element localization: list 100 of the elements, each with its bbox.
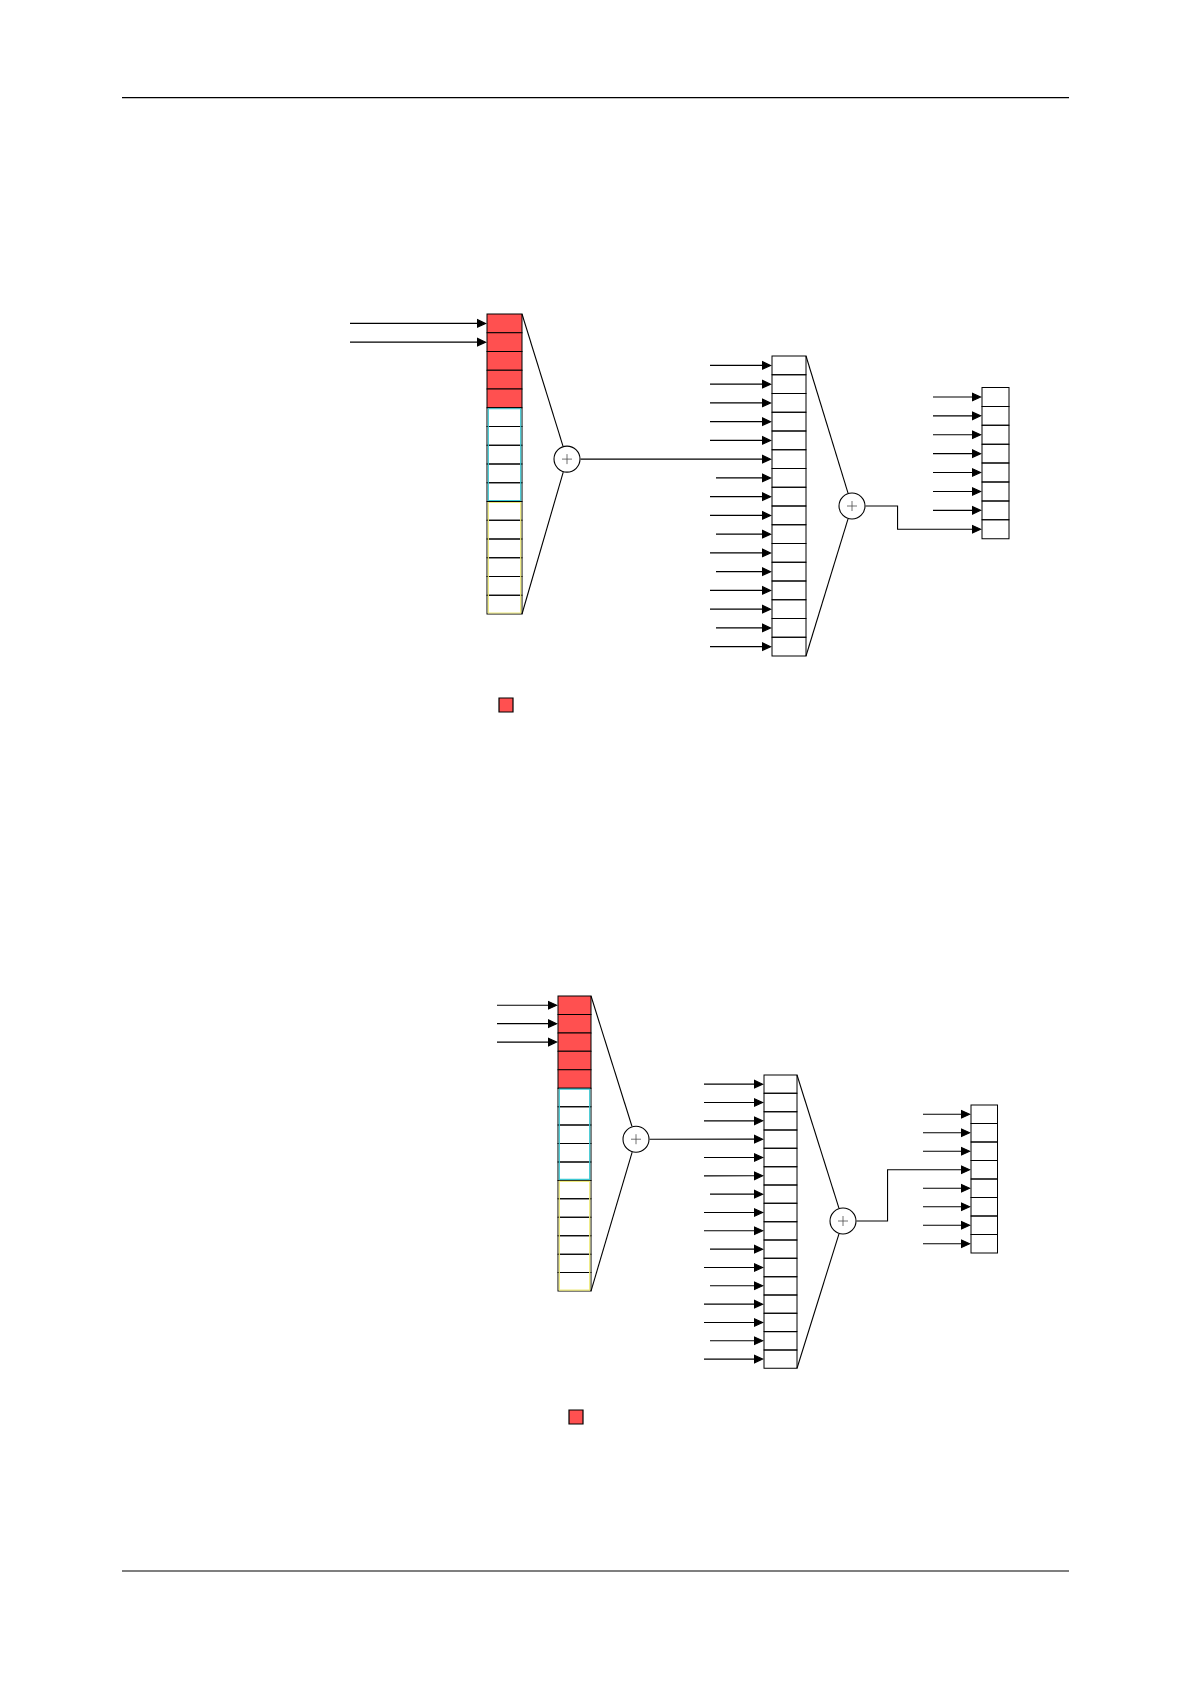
array-cell bbox=[981, 424, 1010, 445]
array-cell bbox=[771, 486, 807, 507]
array-cell bbox=[771, 449, 807, 469]
array-cell bbox=[763, 1221, 798, 1241]
arrow bbox=[709, 1281, 764, 1291]
array-cell bbox=[763, 1184, 798, 1204]
array-cell bbox=[486, 426, 523, 446]
array-cell bbox=[763, 1349, 798, 1369]
array-cell bbox=[557, 1050, 592, 1071]
array-cell bbox=[970, 1215, 998, 1235]
arrow bbox=[349, 318, 487, 328]
arrow bbox=[922, 1183, 971, 1193]
arrow bbox=[580, 454, 772, 464]
array-cell bbox=[486, 576, 523, 596]
array-cell bbox=[486, 538, 523, 559]
arrow bbox=[709, 510, 772, 520]
arrow bbox=[709, 1189, 764, 1199]
array-cell bbox=[970, 1104, 998, 1124]
arrow bbox=[932, 505, 982, 515]
array-cell bbox=[970, 1123, 998, 1143]
arrow bbox=[932, 411, 982, 421]
array-cell bbox=[771, 393, 807, 413]
array-cell bbox=[557, 1143, 592, 1163]
array-cell bbox=[763, 1129, 798, 1149]
array-cell bbox=[771, 561, 807, 582]
arrow bbox=[922, 1146, 971, 1156]
array-cell bbox=[771, 505, 807, 526]
arrow bbox=[496, 1037, 558, 1047]
array-cell bbox=[763, 1331, 798, 1351]
connector-line bbox=[521, 471, 564, 615]
arrow bbox=[715, 529, 772, 539]
array-cell bbox=[557, 1161, 592, 1181]
arrow bbox=[709, 398, 772, 408]
plus-circle bbox=[829, 1207, 857, 1235]
arrow bbox=[349, 337, 487, 347]
array-cell bbox=[557, 1106, 592, 1126]
arrow bbox=[709, 360, 772, 370]
arrow bbox=[865, 505, 982, 534]
array-cell bbox=[771, 636, 807, 657]
array-cell bbox=[970, 1141, 998, 1161]
arrow bbox=[703, 1079, 764, 1089]
array-cell bbox=[771, 374, 807, 394]
arrow bbox=[856, 1165, 971, 1222]
array-cell bbox=[557, 1253, 592, 1274]
arrow bbox=[703, 1354, 764, 1364]
array-cell bbox=[486, 482, 523, 502]
array-cell bbox=[486, 519, 523, 540]
array-cell bbox=[557, 995, 592, 1015]
arrow bbox=[715, 473, 772, 483]
array-cell bbox=[763, 1074, 798, 1094]
array-cell bbox=[557, 1069, 592, 1089]
arrow bbox=[932, 486, 982, 496]
arrow bbox=[709, 585, 772, 595]
arrow bbox=[496, 1000, 558, 1010]
array-cell bbox=[763, 1202, 798, 1223]
connector-line bbox=[805, 518, 849, 657]
array-cell bbox=[486, 313, 523, 334]
arrow bbox=[703, 1116, 764, 1126]
array-cell bbox=[557, 1087, 592, 1108]
arrow bbox=[709, 379, 772, 389]
array-cell bbox=[557, 1235, 592, 1255]
arrow bbox=[703, 1317, 764, 1327]
arrow bbox=[703, 1299, 764, 1309]
array-cell bbox=[763, 1312, 798, 1333]
plus-circle bbox=[553, 445, 581, 473]
arrow bbox=[715, 623, 772, 633]
arrow bbox=[703, 1171, 764, 1181]
array-cell bbox=[981, 387, 1010, 407]
connector-line bbox=[805, 355, 849, 494]
plus-circle bbox=[838, 492, 866, 520]
array-cell bbox=[763, 1166, 798, 1186]
array-cell bbox=[486, 332, 523, 352]
array-cell bbox=[981, 443, 1010, 464]
array-cell bbox=[970, 1234, 998, 1254]
array-cell bbox=[970, 1178, 998, 1198]
array-cell bbox=[763, 1276, 798, 1296]
connector-line bbox=[590, 1151, 633, 1292]
array-cell bbox=[557, 1013, 592, 1034]
array-cell bbox=[486, 557, 523, 577]
arrow bbox=[709, 604, 772, 614]
array-cell bbox=[981, 462, 1010, 483]
array-cell bbox=[981, 481, 1010, 502]
array-cell bbox=[771, 543, 807, 563]
array-cell bbox=[771, 599, 807, 619]
array-cell bbox=[763, 1294, 798, 1314]
array-cell bbox=[981, 519, 1010, 540]
array-cell bbox=[486, 594, 523, 615]
array-cell bbox=[557, 1124, 592, 1145]
connector-line bbox=[796, 1233, 840, 1369]
array-cell bbox=[981, 500, 1010, 521]
array-cell bbox=[763, 1257, 798, 1278]
array-cell bbox=[763, 1111, 798, 1131]
arrow bbox=[709, 1336, 764, 1346]
array-cell bbox=[771, 355, 807, 376]
connector-line bbox=[796, 1074, 840, 1209]
array-cell bbox=[486, 463, 523, 484]
array-cell bbox=[981, 405, 1010, 426]
array-cell bbox=[970, 1160, 998, 1180]
array-cell bbox=[771, 618, 807, 638]
array-cell bbox=[486, 369, 523, 390]
